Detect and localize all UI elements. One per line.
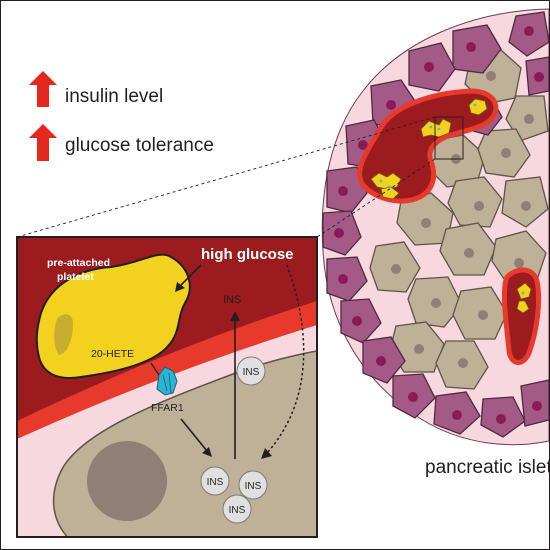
legend: insulin level glucose tolerance bbox=[29, 71, 214, 161]
zoom-guide-line bbox=[16, 116, 436, 238]
platelet-label-line-2: platelet bbox=[57, 271, 94, 283]
glucose-to-beta-cell-arrow bbox=[266, 264, 305, 454]
receptor-to-granule-arrow bbox=[180, 418, 208, 452]
beta-cells bbox=[369, 49, 549, 390]
granule-label: INS bbox=[243, 367, 260, 378]
inset-border bbox=[16, 236, 318, 538]
platelet-granule bbox=[54, 314, 73, 355]
platelet-granules bbox=[379, 103, 525, 295]
increase-arrow-icon bbox=[29, 124, 57, 161]
receptor-label: FFAR1 bbox=[151, 402, 184, 414]
legend-insulin-label: insulin level bbox=[65, 86, 163, 107]
granule-label: INS bbox=[207, 477, 224, 488]
granule-label: INS bbox=[245, 481, 262, 492]
arrowhead-icon bbox=[202, 447, 212, 457]
high-glucose-label: high glucose bbox=[201, 246, 294, 263]
islet-label: pancreatic islet bbox=[425, 457, 549, 478]
platelet-cluster bbox=[370, 98, 532, 314]
arrowhead-icon bbox=[175, 282, 185, 292]
mediator-arrow bbox=[150, 362, 160, 376]
ffar1-receptor-icon bbox=[156, 366, 178, 396]
insulin-granule: INS bbox=[222, 494, 252, 524]
arrowhead-icon bbox=[230, 311, 240, 321]
secreted-insulin-label: INS bbox=[223, 294, 241, 306]
beta-cell-nucleus bbox=[87, 441, 167, 521]
beta-cell-nuclei bbox=[391, 71, 534, 368]
pancreatic-islet: pancreatic islet bbox=[16, 8, 549, 478]
granule-label: INS bbox=[229, 505, 246, 516]
inset-panel: pre-attached platelet high glucose 20-HE… bbox=[16, 236, 318, 538]
platelet-label-line-1: pre-attached bbox=[47, 257, 110, 269]
insulin-granule: INS bbox=[200, 466, 230, 496]
arrowhead-icon bbox=[261, 448, 272, 459]
legend-glucose-tolerance-label: glucose tolerance bbox=[65, 135, 214, 156]
mediator-label: 20-HETE bbox=[91, 348, 134, 360]
insulin-granule: INS bbox=[236, 356, 266, 386]
zoom-region-box bbox=[434, 116, 464, 160]
increase-arrow-icon bbox=[29, 71, 57, 107]
insulin-granule: INS bbox=[238, 470, 268, 500]
glucose-to-platelet-arrow bbox=[180, 264, 202, 286]
platelet bbox=[35, 253, 191, 379]
